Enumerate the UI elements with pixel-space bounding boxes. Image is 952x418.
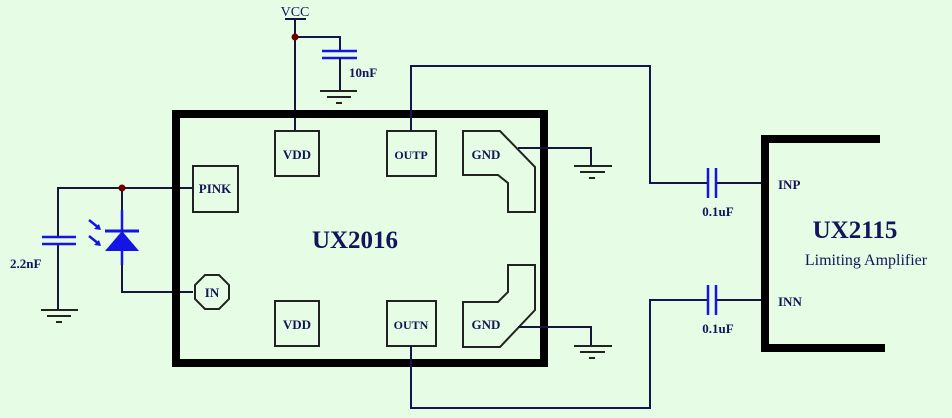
schematic-polyline: [410, 65, 708, 184]
pin-vdd-top: VDD: [274, 130, 320, 177]
ground-icon: [574, 165, 612, 179]
decoupling-capacitor: 10nF: [322, 49, 377, 91]
decoupling-cap-value: 10nF: [349, 65, 377, 80]
pin-vdd-bottom: VDD: [274, 300, 320, 347]
coupling-cap-p-value: 0.1uF: [702, 204, 733, 219]
pin-outp: OUTP: [386, 130, 437, 177]
schematic-text: PINK: [199, 181, 232, 196]
outn-net: 0.1uF: [410, 285, 765, 409]
schematic-polyline: [121, 265, 193, 293]
schematic-polygon: [462, 130, 536, 213]
amplifier-outline: [761, 135, 885, 352]
pin-inn: INN: [778, 294, 802, 309]
schematic-text: VDD: [283, 317, 311, 332]
ground-icon: [320, 90, 357, 104]
schematic-polyline: [410, 299, 708, 409]
pin-gnd-top: GND: [462, 130, 536, 213]
tia-chip-name: UX2016: [312, 227, 398, 254]
filter-cap-value: 2.2nF: [10, 256, 41, 271]
schematic-polygon: [462, 264, 536, 348]
chip-outline: [172, 110, 548, 367]
photodiode-icon: [88, 219, 139, 251]
amplifier-description: Limiting Amplifier: [805, 252, 928, 269]
schematic-rect: [192, 165, 239, 213]
schematic-polyline: [57, 187, 193, 236]
gnd-wires: [518, 147, 612, 359]
pin-inp: INP: [778, 177, 800, 192]
ground-icon: [41, 309, 78, 323]
schematic-text: OUTN: [394, 318, 429, 332]
tia-chip-ux2016: UX2016 VDD OUTP GND PINK IN VDD OUTN: [172, 110, 548, 367]
photodiode-circuit: 2.2nF: [10, 184, 193, 323]
pin-gnd-bottom: GND: [462, 264, 536, 348]
schematic-text: IN: [205, 285, 220, 300]
schematic-polygon: [94, 240, 101, 246]
schematic-polygon: [94, 224, 101, 230]
ground-icon: [574, 345, 612, 359]
junction-dot: [118, 184, 126, 192]
schematic-polyline: [518, 147, 592, 166]
schematic-polygon: [194, 274, 230, 310]
pin-in: IN: [194, 274, 230, 310]
schematic-text: GND: [472, 147, 501, 162]
vcc-label: VCC: [281, 5, 310, 20]
pin-pink: PINK: [192, 165, 239, 213]
junction-dot: [291, 33, 299, 41]
schematic-rect: [274, 300, 320, 347]
schematic-polygon: [105, 231, 139, 251]
outp-net: 0.1uF: [410, 65, 765, 219]
coupling-cap-n-value: 0.1uF: [702, 321, 733, 336]
decoupling-wire: [295, 36, 341, 51]
schematic-text: VDD: [283, 147, 311, 162]
pin-outn: OUTN: [386, 300, 437, 347]
schematic-text: OUTP: [394, 148, 427, 162]
schematic-text: GND: [472, 317, 501, 332]
amplifier-name: UX2115: [813, 217, 898, 244]
limiting-amplifier-ux2115: INP INN UX2115 Limiting Amplifier: [761, 135, 928, 352]
schematic-rect: [274, 130, 320, 177]
schematic-polyline: [518, 326, 592, 346]
vcc-supply: VCC: [281, 5, 341, 130]
